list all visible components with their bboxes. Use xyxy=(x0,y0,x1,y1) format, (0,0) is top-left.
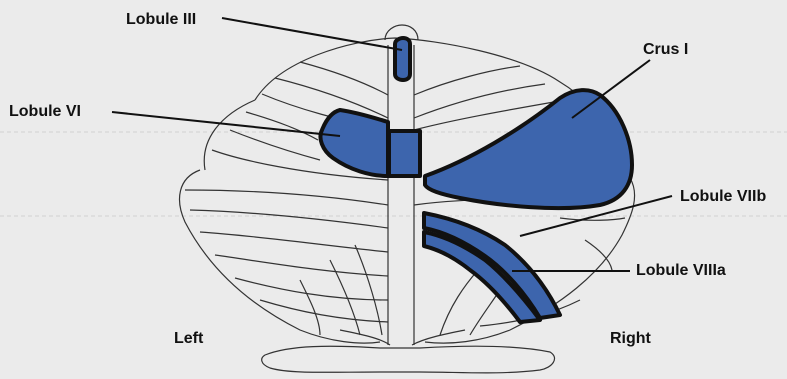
region-lobule-vi-left xyxy=(320,110,388,176)
label-right: Right xyxy=(610,331,651,347)
leader-line-lobule-iii xyxy=(222,18,402,50)
label-lobule-viiia: Lobule VIIIa xyxy=(636,263,726,279)
region-crus-i xyxy=(425,90,632,208)
label-crus-i: Crus I xyxy=(643,42,688,58)
flocculus-outline xyxy=(262,346,555,373)
highlighted-regions xyxy=(320,38,632,322)
label-lobule-iii: Lobule III xyxy=(126,12,196,28)
label-lobule-viib: Lobule VIIb xyxy=(680,189,766,205)
left-lower-hemisphere-outline xyxy=(180,170,380,343)
label-left: Left xyxy=(174,331,203,347)
region-lobule-iii xyxy=(395,38,410,80)
left-upper-hemisphere-outline xyxy=(204,100,255,170)
label-lobule-vi: Lobule VI xyxy=(9,104,81,120)
region-lobule-vi-vermis xyxy=(389,131,420,176)
